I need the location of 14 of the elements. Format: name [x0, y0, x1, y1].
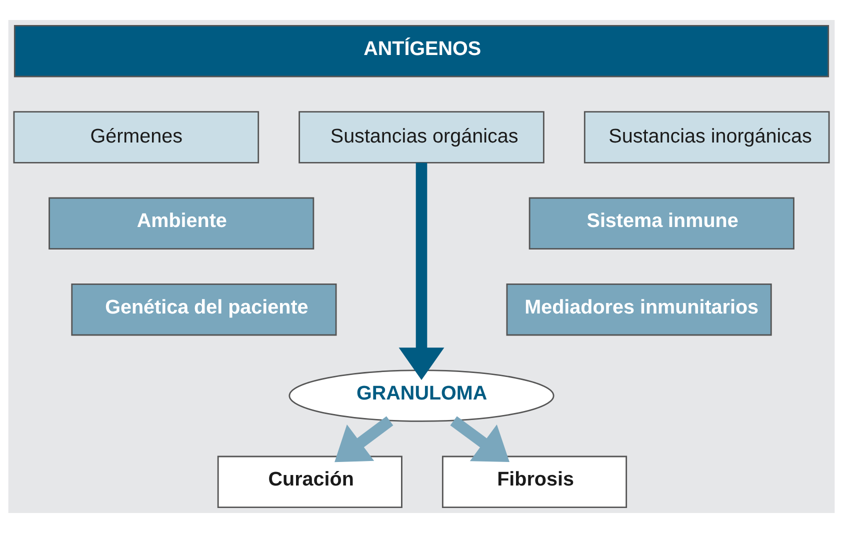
node-box: Mediadores inmunitarios: [506, 283, 772, 336]
node-box: Ambiente: [48, 197, 314, 250]
arrow: [398, 162, 444, 380]
arrow: [450, 416, 510, 462]
node-box: Sistema inmune: [528, 197, 794, 250]
node-box: Curación: [217, 456, 402, 508]
node-box: Sustancias inorgánicas: [584, 111, 830, 164]
node-box: Genética del paciente: [71, 283, 337, 336]
node-box: Fibrosis: [442, 456, 628, 508]
node-box: Gérmenes: [13, 111, 260, 164]
arrow: [334, 416, 394, 462]
node-ellipse: GRANULOMA: [288, 370, 554, 422]
node-box: ANTÍGENOS: [14, 24, 830, 78]
node-box: Sustancias orgánicas: [298, 111, 544, 164]
